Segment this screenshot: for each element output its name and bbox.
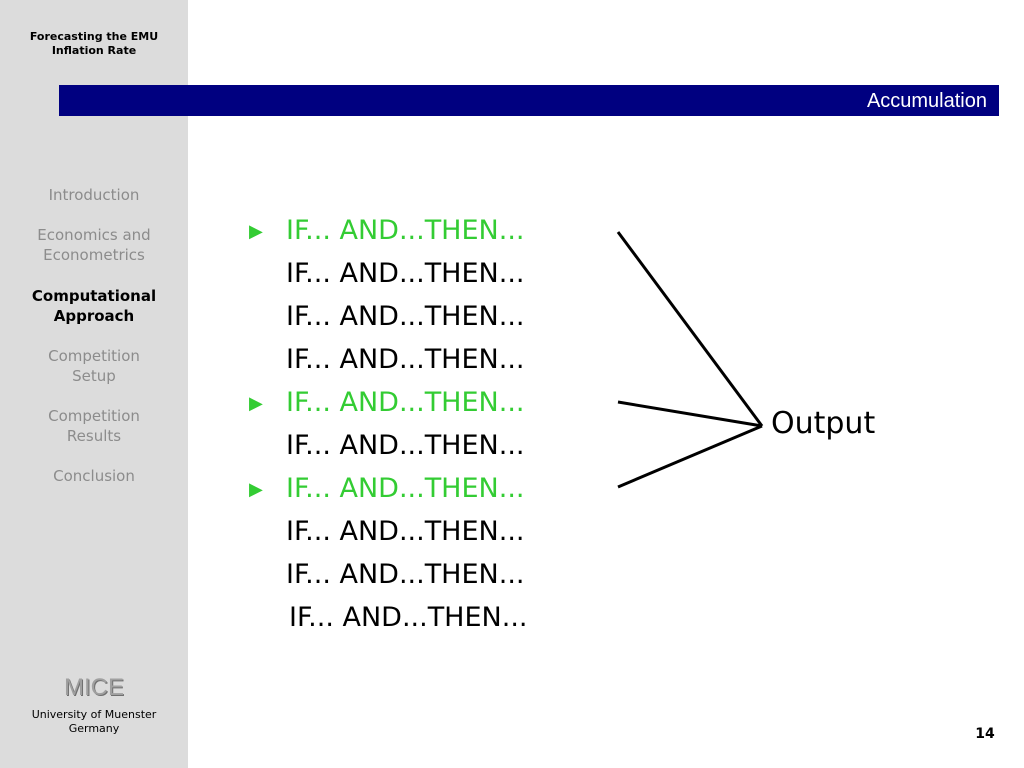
sidebar: Forecasting the EMU Inflation Rate Intro… <box>0 0 188 768</box>
play-triangle-icon: ▶ <box>249 393 263 414</box>
connector-line-2 <box>617 400 763 428</box>
mice-logo: MICE <box>64 674 124 701</box>
rule-line-3: IF... AND...THEN... <box>286 301 525 332</box>
nav-item-economics-econometrics[interactable]: Economics and Econometrics <box>37 226 151 264</box>
rule-line-5: IF... AND...THEN... <box>286 387 525 418</box>
rule-line-10: IF... AND...THEN... <box>289 602 528 633</box>
nav-item-introduction[interactable]: Introduction <box>48 186 140 204</box>
rule-line-7: IF... AND...THEN... <box>286 473 525 504</box>
section-header-bar: Accumulation <box>59 85 999 116</box>
rule-line-8: IF... AND...THEN... <box>286 516 525 547</box>
nav-item-conclusion[interactable]: Conclusion <box>53 467 135 485</box>
play-triangle-icon: ▶ <box>249 479 263 500</box>
output-label: Output <box>771 406 876 441</box>
nav-item-computational-approach[interactable]: Computational Approach <box>31 287 157 325</box>
connector-line-1 <box>616 231 764 427</box>
rule-line-1: IF... AND...THEN... <box>286 215 525 246</box>
rule-line-2: IF... AND...THEN... <box>286 258 525 289</box>
rule-line-4: IF... AND...THEN... <box>286 344 525 375</box>
page-number: 14 <box>975 726 995 742</box>
nav-item-competition-setup[interactable]: Competition Setup <box>48 347 140 385</box>
rule-line-6: IF... AND...THEN... <box>286 430 525 461</box>
connector-line-3 <box>617 424 763 489</box>
section-title: Accumulation <box>866 90 987 112</box>
play-triangle-icon: ▶ <box>249 221 263 242</box>
nav-item-competition-results[interactable]: Competition Results <box>48 407 140 445</box>
university-label: University of Muenster Germany <box>31 708 157 735</box>
presentation-title: Forecasting the EMU Inflation Rate <box>29 30 159 57</box>
rule-line-9: IF... AND...THEN... <box>286 559 525 590</box>
